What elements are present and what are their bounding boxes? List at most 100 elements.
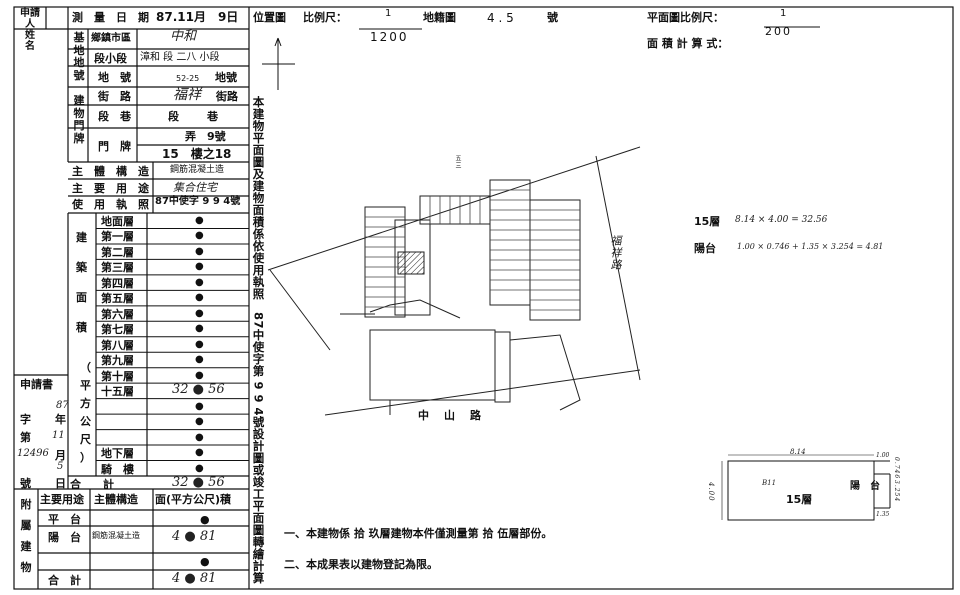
license-value: 87中使字 9 9 4號 (155, 196, 241, 207)
plan-dim-1: 1.00 (876, 452, 890, 459)
floor-group-char: 公 (80, 415, 91, 428)
zi-label: 字 (20, 413, 31, 426)
attached-row-area: 4 ● 81 (172, 529, 217, 544)
attached-total-label: 合 計 (48, 574, 81, 587)
floor-row-value: ● (195, 261, 204, 273)
floor-row-label: 第八層 (101, 338, 134, 352)
floor-row-label: 第三層 (101, 261, 134, 275)
floor-row-label: 第十層 (101, 369, 134, 383)
attached-total-value: 4 ● 81 (172, 571, 217, 586)
calc-line1-formula: 8.14 × 4.00 = 32.56 (735, 215, 828, 225)
floor-row-label: 第一層 (101, 230, 134, 244)
location-map-sketch (267, 146, 641, 416)
zi-value: 87 (56, 400, 69, 411)
middle-column-text: 本建物平面圖及建物面積係依使用執照 87中使字第 9 9 4號設計圖或竣工平面圖… (251, 96, 266, 585)
floor-group-char: 建 (76, 231, 87, 244)
ri-label: 日 (55, 477, 66, 490)
lane-value: 段 巷 (168, 110, 220, 123)
floor-row-value: ● (195, 307, 204, 319)
cadastral-no: 4 . 5 (487, 11, 514, 25)
north-arrow-icon (262, 37, 295, 90)
floor-row-value: ● (195, 416, 204, 428)
survey-date-label: 測 量 日 期 (72, 11, 149, 24)
attached-group-label: 附屬建物 (20, 498, 32, 574)
floor-row-label: 第七層 (101, 323, 134, 337)
calc-line1-label: 15層 (694, 215, 721, 228)
door-label: 門 牌 (98, 140, 131, 153)
town-label: 鄉鎮市區 (91, 33, 131, 44)
nian-label: 年 (55, 413, 66, 426)
plan-scale-label: 平面圖比例尺： (647, 11, 724, 24)
plan-balcony-label: 陽 台 (850, 481, 880, 492)
hao-label: 號 (20, 477, 31, 490)
calc-line2-formula: 1.00 × 0.746 + 1.35 × 3.254 = 4.81 (737, 242, 884, 251)
section-value: 漳和 段 二八 小段 (140, 52, 220, 63)
lane-label: 段 巷 (98, 110, 131, 123)
area-calc-label: 面 積 計 算 式： (647, 37, 729, 50)
road-main-label: 中 山 路 (418, 409, 483, 422)
cadastral-suffix: 號 (547, 11, 558, 24)
floor-row-value: ● (195, 400, 204, 412)
alley-value: 弄 9號 (185, 130, 226, 143)
survey-date: 87.11月 9日 (156, 10, 239, 24)
plan-small-label: B11 (762, 479, 777, 487)
road-side-label: 福祥路 (609, 235, 622, 271)
street-label: 街 路 (98, 90, 131, 103)
parcel-small-label: 五三 (454, 155, 461, 169)
floor-row-label: 第二層 (101, 245, 134, 259)
plan-room-label: 15層 (786, 493, 813, 506)
town-value: 中和 (170, 29, 197, 44)
scale-label: 比例尺： (303, 11, 347, 24)
scale-den: 1200 (370, 30, 409, 44)
floor-row-value: ● (195, 215, 204, 226)
main-structure-label: 主 體 構 造 (72, 165, 149, 178)
plan-dim-3: 1.35 (876, 511, 890, 518)
floor-total-value: 32 ● 56 (172, 475, 225, 490)
floor-row-value: ● (195, 447, 204, 459)
floor-row-value: ● (195, 369, 204, 381)
note-1: 一、本建物係 拾 玖層建物本件僅測量第 拾 伍層部份。 (284, 527, 553, 540)
calc-line2-label: 陽台 (694, 242, 716, 255)
plan-left-dim: 4.00 (707, 482, 715, 502)
floor-row-value: ● (195, 245, 204, 257)
applicant-label: 申請人姓 名 (20, 8, 45, 52)
street-value: 福祥 (173, 87, 201, 103)
cadastral-label: 地籍圖 (423, 11, 456, 24)
month-value: 11 (52, 430, 65, 441)
floor-row-label: 地下層 (101, 447, 134, 461)
floor-group-char: （ (80, 361, 91, 374)
floor-group-char: 尺 (80, 433, 91, 446)
lot-value: 52-25 (176, 74, 200, 83)
floor-row-value: 32 ● 56 (172, 382, 225, 398)
lot-suffix: 地號 (215, 71, 237, 84)
attached-row-use: 陽 台 (48, 531, 81, 544)
plan-scale-den: 200 (765, 25, 792, 38)
floor-row-label: 第五層 (101, 292, 134, 306)
floor-row-value: ● (195, 230, 204, 242)
main-structure-value: 鋼筋混凝土造 (170, 165, 225, 175)
floor-row-label: 第四層 (101, 276, 134, 290)
floor-row-label: 騎 樓 (101, 462, 134, 476)
month-label: 月 (55, 449, 66, 462)
note-2: 二、本成果表以建物登記為限。 (284, 558, 438, 571)
di-label: 第 (20, 431, 31, 444)
plan-scale-num: 1 (780, 8, 787, 19)
scale-num: 1 (385, 8, 392, 19)
lot-label: 地 號 (98, 71, 131, 84)
floor-group-char: 方 (80, 397, 91, 410)
floor-row-label: 地面層 (101, 215, 134, 228)
floor-row-label: 十五層 (101, 385, 134, 399)
base-address-group-label: 基地地號 (73, 31, 85, 82)
floor-row-value: ● (195, 323, 204, 335)
main-use-label: 主 要 用 途 (72, 182, 149, 195)
plan-top-dim: 8.14 (790, 448, 806, 456)
attached-row-use: 平 台 (48, 513, 81, 526)
street-suffix: 街路 (216, 90, 238, 103)
application-label: 申請書 (20, 378, 53, 391)
floor-group-char: ） (80, 451, 91, 464)
day-value: 5 (57, 461, 64, 472)
floor-row-value: ● (195, 354, 204, 366)
floor-group-char: 積 (76, 321, 87, 334)
floor-row-label: 第九層 (101, 354, 134, 368)
